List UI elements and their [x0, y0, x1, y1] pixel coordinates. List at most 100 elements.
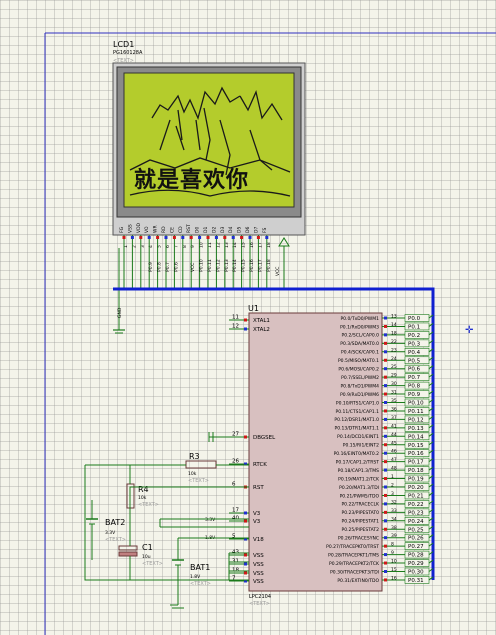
c1-capacitor[interactable]: C1 10u <TEXT> — [118, 543, 163, 567]
mcu-left-pin-marker — [244, 537, 247, 541]
mcu-right-pin-number: 31 — [391, 390, 397, 396]
mcu-right-pin-marker — [384, 333, 387, 337]
lcd-pin-label: D1 — [203, 227, 209, 233]
lcd-pin-marker — [189, 236, 193, 239]
mcu-right-pin-number: 22 — [391, 339, 397, 345]
mcu-right-pin-name: P0.9/RxD1/PWM6 — [340, 392, 379, 398]
lcd-pin-marker — [130, 236, 134, 239]
lcd-pin-number: 14 — [232, 242, 238, 248]
mcu-right-pin-name: P0.28/TRACEPKT1/TMS — [328, 552, 379, 558]
lcd-pin-label: RST — [186, 224, 192, 233]
lcd-pin-label: VO — [144, 226, 150, 233]
lcd-pin-label: WR — [153, 225, 159, 233]
lcd-pin-number: 8 — [182, 245, 188, 248]
mcu-right-pin-name: P0.16/EINT0/MAT0.2 — [334, 451, 380, 457]
mcu-bus-entry — [428, 542, 434, 547]
mcu-left-pin-name: V18 — [253, 537, 264, 543]
lcd-pin-label: CD — [178, 226, 184, 233]
mcu-right-pin-marker — [384, 316, 387, 320]
mcu-bus-entry — [428, 466, 434, 471]
mcu-right-pin-number: 35 — [391, 398, 397, 404]
mcu-right-pin-marker — [384, 350, 387, 354]
lcd-pin-number: 6 — [165, 245, 171, 248]
mcu-right-pin-number: 13 — [391, 314, 397, 320]
mcu-right-pin-name: P0.25/PIPESTAT2 — [342, 527, 380, 533]
r3-resistor[interactable]: R3 10k <TEXT> — [130, 452, 249, 484]
mcu-right-pin-name: P0.17/CAP1.2/TRST — [336, 459, 380, 465]
mcu-right-pin-name: P0.18/CAP1.3/TMS — [338, 468, 379, 474]
mcu-left-pin-name: VSS — [253, 579, 264, 585]
mcu-right-pin-name: P0.8/TxD1/PWM4 — [340, 383, 379, 389]
mcu-left-pin-number: 11 — [232, 315, 239, 321]
mcu-net-label: P0.15 — [408, 443, 424, 449]
mcu-right-pin-marker — [384, 375, 387, 379]
lcd-pin-label: D7 — [253, 227, 259, 233]
mcu-net-label: P0.28 — [408, 553, 424, 559]
mcu-left-pin-marker — [244, 327, 247, 331]
mcu-right-pin-name: P0.10/RTS1/CAP1.0 — [336, 400, 379, 406]
lcd-pin-label: VDD — [136, 222, 142, 233]
mcu-left-pin-marker — [244, 579, 247, 583]
lcd-pin-marker — [231, 236, 235, 239]
mcu-bus-entry — [428, 534, 434, 539]
r3-value: 10k — [188, 471, 197, 477]
lcd-pin-marker — [198, 236, 202, 239]
mcu-right-pin-name: P0.19/MAT1.2/TCK — [338, 476, 380, 482]
mcu-right-pin-marker — [384, 409, 387, 413]
lower-left-wiring — [84, 464, 249, 609]
mcu-right-pin-marker — [384, 544, 387, 548]
mcu-net-label: P0.24 — [408, 519, 424, 525]
bat1-text-tag: <TEXT> — [190, 581, 211, 587]
mcu-right-pin-name: P0.5/MISO/MAT0.1 — [338, 358, 379, 364]
lcd-pin-label: D0 — [195, 227, 201, 233]
mcu-right-pin-name: P0.11/CTS1/CAP1.1 — [336, 409, 380, 415]
mcu-component[interactable]: U1 LPC2104 <TEXT> 11XTAL112XTAL227DBGSEL… — [229, 304, 434, 607]
lcd-pin-marker — [172, 236, 176, 239]
lcd-pin-marker — [223, 236, 227, 239]
c1-value: 10u — [142, 554, 151, 560]
mcu-bus-entry — [428, 525, 434, 530]
mcu-right-pin-number: 48 — [391, 466, 397, 472]
mcu-right-pin-marker — [384, 485, 387, 489]
mcu-right-pin-marker — [384, 367, 387, 371]
lcd-pin-marker — [181, 236, 185, 239]
mcu-right-pin-name: P0.26/TRACESYNC — [338, 536, 379, 542]
r4-ref: R4 — [138, 485, 149, 494]
lcd-pin-marker — [147, 236, 151, 239]
lcd-pin-number: 13 — [224, 242, 230, 248]
mcu-net-label: P0.25 — [408, 527, 424, 533]
mcu-net-label: P0.9 — [408, 392, 421, 398]
mcu-bus-entry — [428, 348, 434, 353]
mcu-bus-entry — [428, 517, 434, 522]
lcd-pin-number: 3 — [140, 245, 146, 248]
bat1-ref: BAT1 — [190, 563, 210, 572]
mcu-net-label: P0.3 — [408, 341, 421, 347]
mcu-bus-entry — [428, 399, 434, 403]
mcu-right-pin-marker — [384, 324, 387, 328]
mcu-bus-entry — [428, 559, 434, 564]
mcu-net-label: P0.23 — [408, 510, 424, 516]
mcu-net-label: P0.14 — [408, 434, 424, 440]
mcu-net-label: P0.21 — [408, 493, 424, 499]
mcu-right-pin-number: 47 — [391, 457, 397, 463]
mcu-net-label: P0.17 — [408, 460, 424, 466]
mcu-right-pin-number: 14 — [391, 322, 397, 328]
mcu-right-pin-marker — [384, 570, 387, 573]
mcu-left-pin-marker — [244, 571, 247, 575]
mcu-right-pin-number: 30 — [391, 381, 397, 387]
mcu-right-pin-marker — [384, 502, 387, 506]
mcu-net-label: P0.30 — [408, 570, 424, 576]
mcu-left-pin-name: XTAL1 — [253, 318, 270, 324]
mcu-net-label: P0.11 — [408, 409, 424, 415]
r4-resistor[interactable]: R4 10k <TEXT> — [126, 483, 159, 509]
lcd-pin-label: D5 — [237, 227, 243, 233]
mcu-right-pin-number: 37 — [391, 415, 397, 421]
mcu-left-pin-marker — [244, 511, 247, 515]
mcu-bus-entry — [428, 458, 434, 463]
mcu-right-pin-marker — [384, 578, 387, 582]
lcd-pin-label: CE — [169, 227, 175, 233]
mcu-right-pin-marker — [384, 426, 387, 430]
